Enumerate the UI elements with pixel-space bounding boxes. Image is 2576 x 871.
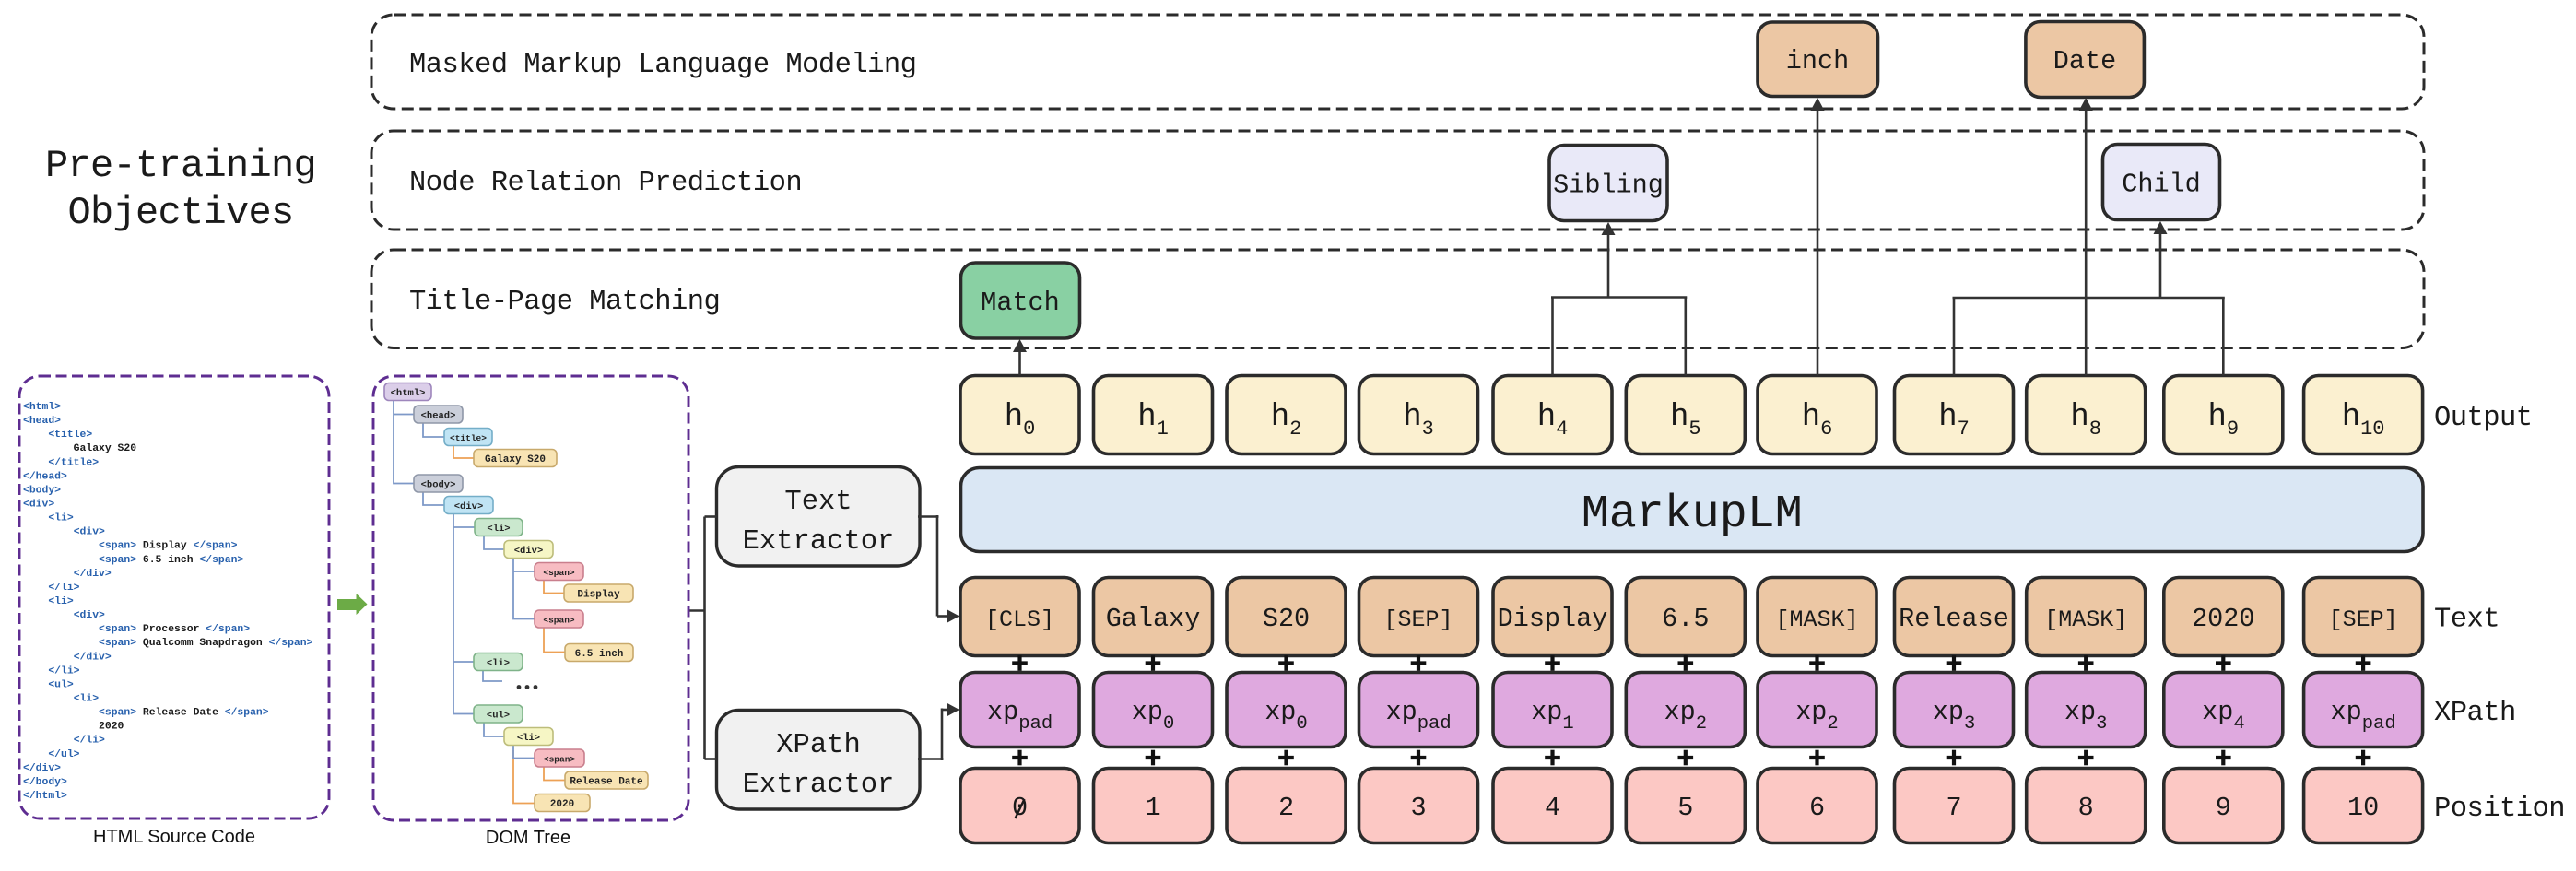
svg-text:Display: Display <box>577 589 620 600</box>
svg-text:XPath: XPath <box>776 730 861 761</box>
svg-text:<li>: <li> <box>23 596 74 607</box>
svg-text:inch: inch <box>1786 46 1849 77</box>
svg-text:[SEP]: [SEP] <box>2329 606 2398 633</box>
svg-text:<li>: <li> <box>23 513 74 524</box>
svg-text:2: 2 <box>1278 793 1294 823</box>
svg-text:S20: S20 <box>1263 604 1310 634</box>
svg-text:6: 6 <box>1809 793 1825 823</box>
svg-text:Objectives: Objectives <box>67 191 293 235</box>
svg-text:6.5 inch: 6.5 inch <box>575 649 624 660</box>
svg-text:</li>: </li> <box>23 583 80 594</box>
svg-text:<div>: <div> <box>23 610 105 621</box>
svg-text:<title>: <title> <box>450 433 487 443</box>
svg-text:<span> Release Date </span>: <span> Release Date </span> <box>23 708 269 719</box>
svg-text:Display: Display <box>1498 604 1608 634</box>
svg-text:<ul>: <ul> <box>23 679 74 690</box>
svg-text:Sibling: Sibling <box>1553 171 1664 201</box>
svg-text:Text: Text <box>784 487 852 518</box>
svg-text:h2: h2 <box>1271 400 1302 441</box>
svg-text:Title-Page Matching: Title-Page Matching <box>409 287 720 318</box>
svg-text:<html>: <html> <box>23 402 61 413</box>
svg-text:9: 9 <box>2216 793 2231 823</box>
svg-text:Date: Date <box>2053 46 2116 77</box>
svg-text:</ul>: </ul> <box>23 749 80 760</box>
svg-text:<span>: <span> <box>544 754 576 764</box>
svg-text:<span> Processor </span>: <span> Processor </span> <box>23 624 250 635</box>
svg-text:7: 7 <box>1946 793 1961 823</box>
svg-text:h5: h5 <box>1670 400 1701 441</box>
svg-text:</li>: </li> <box>23 736 105 747</box>
svg-text:XPath: XPath <box>2434 698 2516 729</box>
svg-text:<li>: <li> <box>487 524 510 535</box>
svg-text:<body>: <body> <box>421 479 456 490</box>
svg-text:Galaxy: Galaxy <box>1106 604 1201 634</box>
svg-text:<title>: <title> <box>23 430 92 441</box>
svg-text:[CLS]: [CLS] <box>985 606 1054 633</box>
svg-text:</head>: </head> <box>23 471 67 482</box>
svg-text:3: 3 <box>1410 793 1426 823</box>
svg-text:6.5: 6.5 <box>1662 604 1709 634</box>
svg-text:Extractor: Extractor <box>743 770 895 801</box>
svg-text:<span> 6.5 inch </span>: <span> 6.5 inch </span> <box>23 555 243 566</box>
svg-text:8: 8 <box>2078 793 2094 823</box>
svg-text:<head>: <head> <box>23 416 61 427</box>
svg-text:Position: Position <box>2434 794 2565 825</box>
svg-text:2020: 2020 <box>2192 604 2254 634</box>
svg-text:<div>: <div> <box>23 527 105 538</box>
svg-text:Extractor: Extractor <box>743 526 895 558</box>
svg-text:<div>: <div> <box>23 499 54 510</box>
svg-text:Masked Markup Language Modelin: Masked Markup Language Modeling <box>409 50 916 81</box>
svg-text:<span> Qualcomm Snapdragon </s: <span> Qualcomm Snapdragon </span> <box>23 638 313 649</box>
svg-text:[SEP]: [SEP] <box>1383 606 1453 633</box>
svg-text:1: 1 <box>1145 793 1160 823</box>
svg-text:<html>: <html> <box>391 388 426 399</box>
svg-text:Release: Release <box>1899 604 2009 634</box>
svg-text:2020: 2020 <box>550 799 574 810</box>
svg-text:<body>: <body> <box>23 485 61 496</box>
svg-text:Text: Text <box>2434 605 2500 636</box>
svg-text:<ul>: <ul> <box>487 710 510 721</box>
svg-text:10: 10 <box>2347 793 2379 823</box>
svg-text:Output: Output <box>2434 403 2533 434</box>
svg-text:h0: h0 <box>1005 400 1036 441</box>
svg-text:<span>: <span> <box>543 615 575 625</box>
svg-text:<head>: <head> <box>421 410 456 421</box>
svg-text:</body>: </body> <box>23 777 67 788</box>
svg-text:Match: Match <box>981 288 1060 318</box>
svg-text:</div>: </div> <box>23 652 112 663</box>
svg-text:<span>: <span> <box>543 568 575 578</box>
svg-text:Release Date: Release Date <box>570 776 643 787</box>
svg-text:MarkupLM: MarkupLM <box>1582 488 1803 541</box>
svg-text:<li>: <li> <box>487 658 510 669</box>
svg-text:</div>: </div> <box>23 569 112 580</box>
svg-text:2020: 2020 <box>23 722 124 733</box>
svg-text:<li>: <li> <box>23 693 99 704</box>
svg-text:HTML Source Code: HTML Source Code <box>93 827 255 847</box>
svg-text:[MASK]: [MASK] <box>2044 606 2127 633</box>
svg-text:</li>: </li> <box>23 665 80 677</box>
svg-text:Pre-training: Pre-training <box>45 144 316 188</box>
svg-text:[MASK]: [MASK] <box>1775 606 1858 633</box>
svg-text:<span> Display </span>: <span> Display </span> <box>23 541 238 552</box>
svg-text:</html>: </html> <box>23 791 67 802</box>
svg-text:DOM Tree: DOM Tree <box>486 828 570 848</box>
svg-text:Galaxy S20: Galaxy S20 <box>485 454 546 465</box>
svg-text:<div>: <div> <box>514 546 544 557</box>
svg-text:</title>: </title> <box>23 457 99 468</box>
svg-text:5: 5 <box>1677 793 1693 823</box>
svg-text:Node Relation Prediction: Node Relation Prediction <box>409 168 802 199</box>
svg-text:Galaxy S20: Galaxy S20 <box>23 443 136 454</box>
svg-text:4: 4 <box>1545 793 1560 823</box>
svg-text:</div>: </div> <box>23 763 61 774</box>
svg-text:<div>: <div> <box>454 501 484 512</box>
svg-text:<li>: <li> <box>517 733 540 744</box>
svg-text:Child: Child <box>2122 170 2201 200</box>
